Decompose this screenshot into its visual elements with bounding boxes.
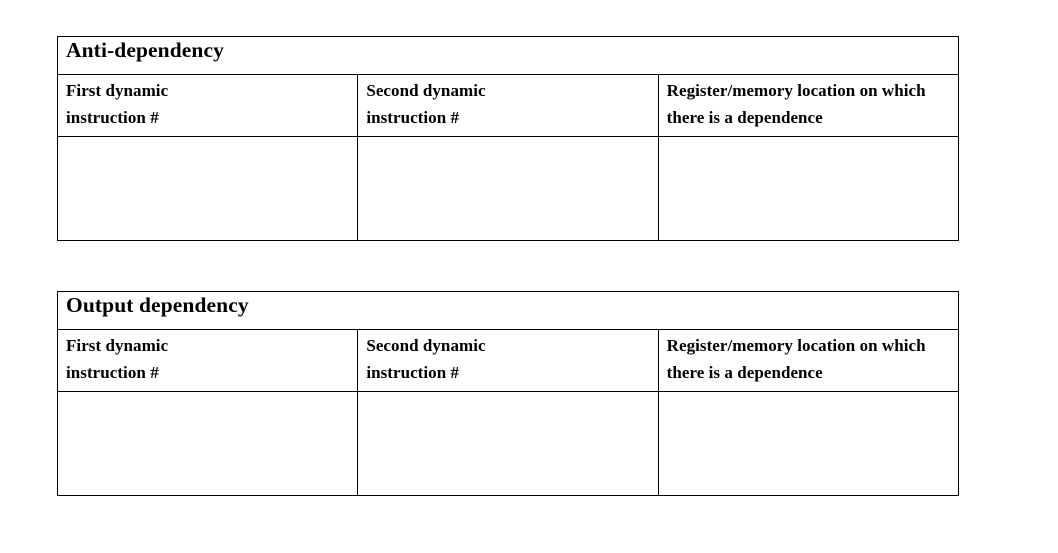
header-dependence-location-line2: there is a dependence xyxy=(666,362,823,382)
table-header-row: First dynamic instruction # Second dynam… xyxy=(56,329,960,392)
cell-dependence-location[interactable] xyxy=(657,136,960,241)
cell-second-instruction[interactable] xyxy=(357,391,659,496)
header-first-instruction-line2: instruction # xyxy=(66,107,159,127)
header-dependence-location-line1: Register/memory location on which xyxy=(666,336,926,355)
table-title-row: Anti-dependency xyxy=(57,36,959,75)
cell-first-instruction[interactable] xyxy=(56,391,359,496)
header-dependence-location: Register/memory location on which there … xyxy=(657,329,960,392)
output-dependency-table: Output dependency First dynamic instruct… xyxy=(56,291,960,496)
table-header-row: First dynamic instruction # Second dynam… xyxy=(56,74,960,137)
header-second-instruction-line1: Second dynamic xyxy=(366,81,486,100)
header-first-instruction-line1: First dynamic xyxy=(66,336,169,355)
anti-dependency-title: Anti-dependency xyxy=(66,38,224,62)
header-second-instruction: Second dynamic instruction # xyxy=(357,329,659,392)
header-dependence-location: Register/memory location on which there … xyxy=(657,74,960,137)
header-first-instruction-line1: First dynamic xyxy=(66,81,169,100)
table-title-row: Output dependency xyxy=(57,291,959,330)
header-first-instruction: First dynamic instruction # xyxy=(56,74,359,137)
header-dependence-location-line2: there is a dependence xyxy=(666,107,823,127)
header-second-instruction: Second dynamic instruction # xyxy=(357,74,659,137)
header-second-instruction-line1: Second dynamic xyxy=(366,336,486,355)
header-second-instruction-line2: instruction # xyxy=(366,107,460,127)
output-dependency-title-cell: Output dependency xyxy=(57,291,959,330)
cell-dependence-location[interactable] xyxy=(657,391,960,496)
anti-dependency-table: Anti-dependency First dynamic instructio… xyxy=(56,36,960,241)
table-row xyxy=(56,136,960,241)
header-first-instruction-line2: instruction # xyxy=(66,362,159,382)
header-first-instruction: First dynamic instruction # xyxy=(56,329,359,392)
cell-first-instruction[interactable] xyxy=(56,136,359,241)
header-dependence-location-line1: Register/memory location on which xyxy=(666,81,926,100)
output-dependency-title: Output dependency xyxy=(66,293,249,317)
cell-second-instruction[interactable] xyxy=(357,136,659,241)
header-second-instruction-line2: instruction # xyxy=(366,362,460,382)
anti-dependency-title-cell: Anti-dependency xyxy=(57,36,959,75)
table-row xyxy=(56,391,960,496)
